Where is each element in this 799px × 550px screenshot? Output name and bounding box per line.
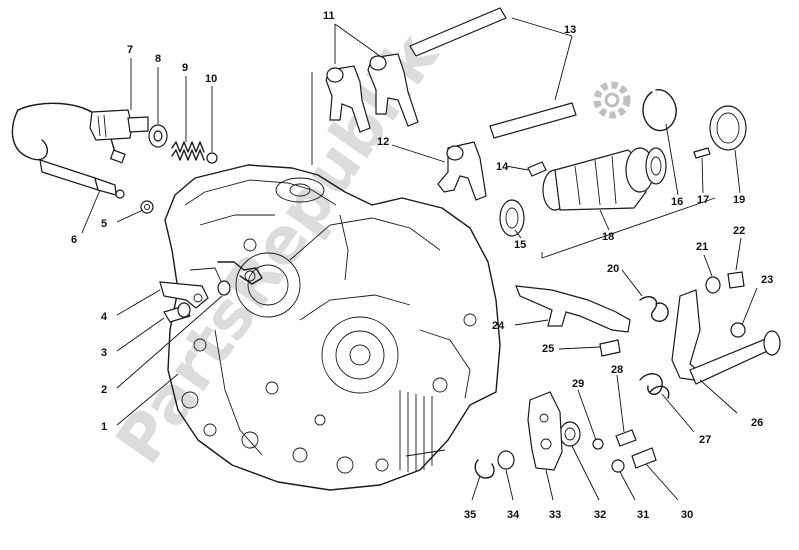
callout-20: 20 [607, 263, 619, 275]
callout-30: 30 [681, 509, 693, 521]
callout-23: 23 [761, 274, 773, 286]
callout-22: 22 [733, 225, 745, 237]
callout-31: 31 [637, 509, 649, 521]
callout-25: 25 [542, 343, 554, 355]
washer-21 [705, 276, 721, 294]
callout-34: 34 [507, 509, 520, 521]
callout-27: 27 [699, 434, 711, 446]
callout-5: 5 [101, 218, 107, 230]
screw-30 [631, 447, 657, 469]
callout-3: 3 [101, 347, 107, 359]
fork-shafts-13 [409, 7, 577, 139]
callout-15: 15 [514, 239, 526, 251]
callout-13: 13 [564, 24, 576, 36]
gear-logo-icon [593, 81, 631, 119]
pin-17 [693, 147, 711, 159]
shift-fork-12 [437, 141, 487, 201]
callout-16: 16 [671, 196, 683, 208]
plate-33 [527, 391, 563, 471]
callout-12: 12 [377, 136, 389, 148]
clip-22 [727, 271, 745, 289]
clip-35 [474, 459, 495, 479]
washer-23 [730, 322, 746, 338]
neutral-sensor [11, 102, 126, 199]
bracket-4 [159, 281, 209, 309]
callout-33: 33 [549, 509, 561, 521]
selector-shaft-26 [671, 289, 781, 385]
callout-6: 6 [71, 234, 77, 246]
callout-32: 32 [594, 509, 606, 521]
callout-14: 14 [496, 161, 509, 173]
callout-21: 21 [696, 241, 708, 253]
callout-26: 26 [751, 417, 763, 429]
washer-31 [611, 459, 625, 473]
callout-24: 24 [492, 320, 505, 332]
callout-7: 7 [127, 44, 133, 56]
spring-20 [639, 296, 669, 322]
washer-15 [499, 199, 525, 237]
screw-25 [599, 339, 621, 357]
screw-3 [163, 302, 191, 323]
washer-34 [497, 450, 515, 470]
spring-lever [217, 261, 263, 285]
selector-drum-18 [542, 147, 667, 211]
callout-29: 29 [572, 378, 584, 390]
callout-4: 4 [101, 311, 108, 323]
leader-lines [81, 17, 758, 501]
callout-18: 18 [602, 231, 614, 243]
washer-5 [140, 200, 154, 214]
washer-2 [217, 280, 231, 296]
callout-35: 35 [464, 509, 476, 521]
ring-19 [709, 105, 747, 151]
callout-2: 2 [101, 384, 107, 396]
callout-19: 19 [733, 194, 745, 206]
callout-1: 1 [101, 421, 107, 433]
callouts: 1 2 3 4 5 6 7 8 9 10 11 12 13 14 15 16 1… [71, 10, 773, 521]
callout-10: 10 [205, 73, 217, 85]
screw-28 [615, 429, 637, 447]
detent-assembly [89, 109, 218, 164]
washer-29 [592, 438, 604, 450]
pin-14 [527, 161, 547, 177]
plate-24 [515, 285, 631, 333]
callout-9: 9 [182, 62, 188, 74]
callout-28: 28 [611, 364, 623, 376]
callout-11: 11 [323, 10, 335, 22]
callout-17: 17 [697, 194, 709, 206]
circlip-16 [642, 89, 677, 132]
spring-27 [639, 373, 670, 399]
washer-32 [559, 421, 581, 447]
shift-forks-11 [325, 53, 419, 133]
crankcase-half [164, 164, 501, 491]
callout-8: 8 [155, 53, 161, 65]
